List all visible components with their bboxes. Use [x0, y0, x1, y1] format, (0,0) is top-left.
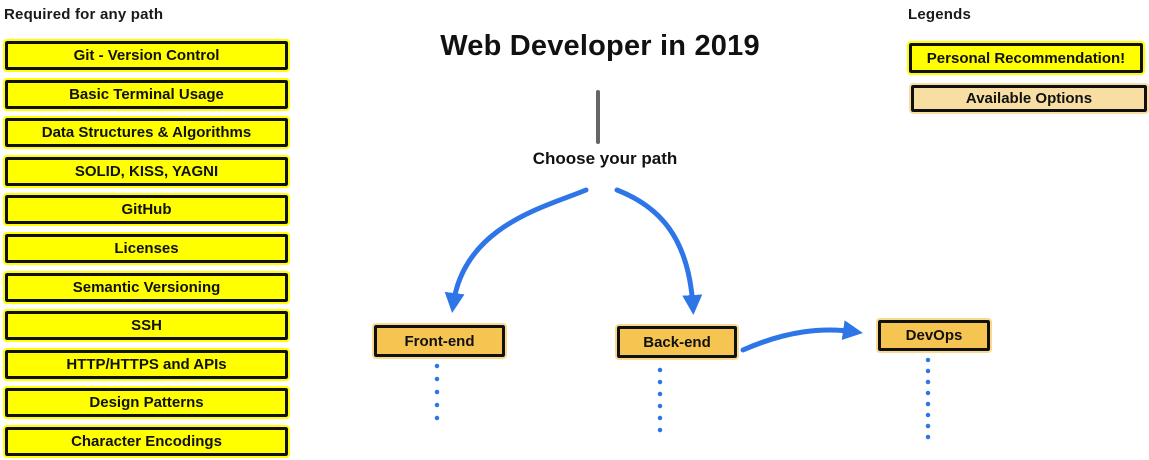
required-item-data-structures: Data Structures & Algorithms	[3, 116, 290, 149]
path-node-backend: Back-end	[615, 324, 739, 360]
required-item-encodings: Character Encodings	[3, 425, 290, 458]
required-item-http: HTTP/HTTPS and APIs	[3, 348, 290, 381]
legends-heading: Legends	[908, 6, 972, 23]
required-item-ssh: SSH	[3, 309, 290, 342]
arrow-to-backend-icon	[614, 187, 703, 315]
required-item-terminal: Basic Terminal Usage	[3, 78, 290, 111]
required-item-semver: Semantic Versioning	[3, 271, 290, 304]
legend-available-options: Available Options	[909, 83, 1149, 114]
required-section-heading: Required for any path	[4, 6, 164, 23]
choose-path-label: Choose your path	[532, 149, 678, 168]
path-node-devops: DevOps	[876, 318, 992, 353]
path-node-frontend: Front-end	[372, 323, 507, 359]
arrow-backend-to-devops-icon	[740, 320, 863, 353]
required-item-solid: SOLID, KISS, YAGNI	[3, 155, 290, 188]
page-title: Web Developer in 2019	[440, 30, 760, 62]
legend-personal-recommendation: Personal Recommendation!	[907, 41, 1145, 75]
required-item-git: Git - Version Control	[3, 39, 290, 72]
required-item-licenses: Licenses	[3, 232, 290, 265]
required-item-design-patterns: Design Patterns	[3, 386, 290, 419]
required-item-github: GitHub	[3, 193, 290, 226]
arrow-to-frontend-icon	[444, 187, 589, 313]
